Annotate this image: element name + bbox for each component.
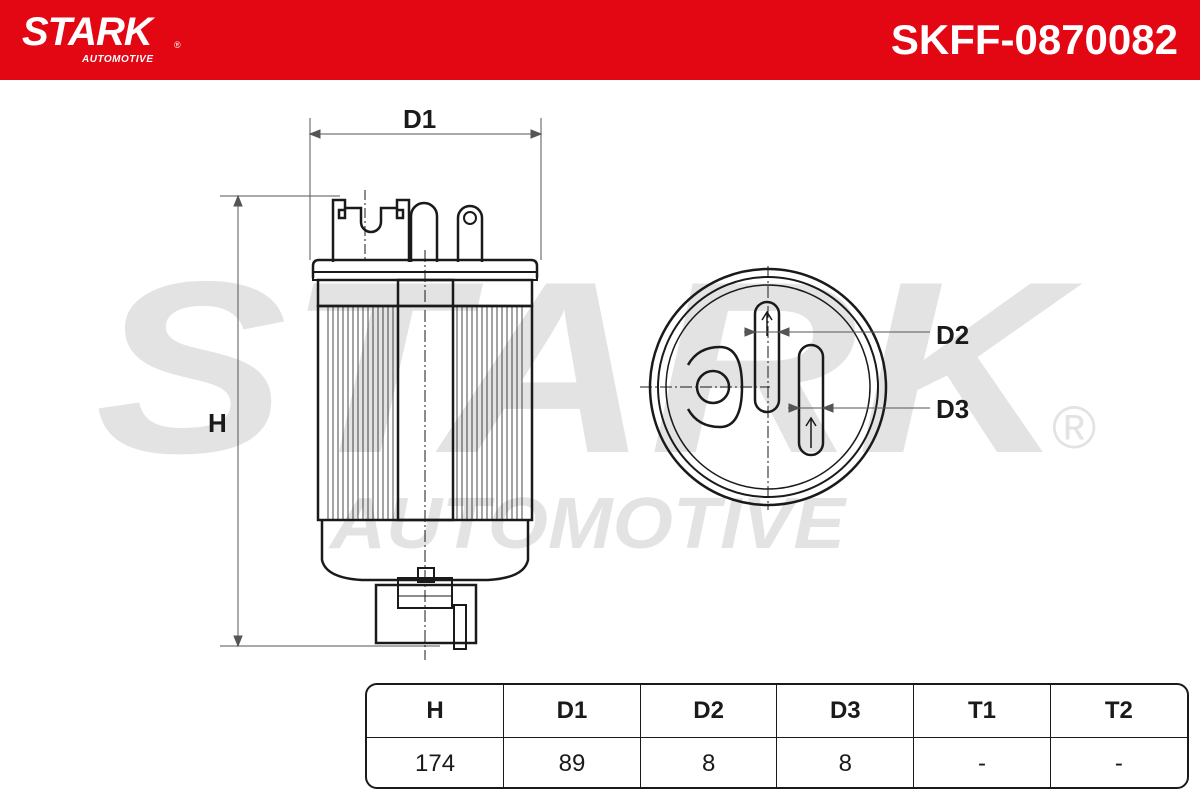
dimensions-header-row: H D1 D2 D3 T1 T2: [367, 685, 1187, 738]
brand-subtitle: AUTOMOTIVE: [82, 54, 154, 65]
header-t2: T2: [1050, 685, 1187, 738]
watermark-registered-mark: ®: [1052, 394, 1096, 461]
dimensions-value-row: 174 89 8 8 - -: [367, 737, 1187, 787]
value-d3: 8: [776, 737, 915, 787]
brand-registered-mark: ®: [174, 40, 181, 50]
header-d1: D1: [503, 685, 641, 738]
dimension-h: [220, 194, 440, 648]
dimension-d2-d3: [744, 327, 930, 413]
dimension-d1: [308, 118, 543, 260]
part-number: SKFF-0870082: [890, 16, 1178, 63]
header-d3: D3: [776, 685, 915, 738]
brand-logo: STARK ® AUTOMOTIVE: [22, 10, 181, 65]
header-d2: D2: [640, 685, 778, 738]
value-h: 174: [367, 737, 505, 787]
value-t1: -: [913, 737, 1051, 787]
label-h: H: [208, 408, 227, 438]
label-d3: D3: [936, 394, 969, 424]
technical-drawing: STARK AUTOMOTIVE ® D1 H: [95, 104, 1096, 660]
label-d1: D1: [403, 104, 436, 134]
filter-top-view: [640, 266, 888, 510]
watermark-word-stark: STARK: [95, 230, 1083, 504]
dimensions-table: H D1 D2 D3 T1 T2 174 89 8 8 - -: [365, 683, 1189, 789]
label-d2: D2: [936, 320, 969, 350]
header-h: H: [367, 685, 505, 738]
value-d1: 89: [503, 737, 641, 787]
value-d2: 8: [640, 737, 778, 787]
header-t1: T1: [913, 685, 1051, 738]
filter-side-view: [311, 190, 539, 660]
header-bar: STARK ® AUTOMOTIVE SKFF-0870082: [0, 0, 1200, 80]
value-t2: -: [1114, 750, 1123, 777]
brand-name: STARK: [22, 10, 153, 54]
